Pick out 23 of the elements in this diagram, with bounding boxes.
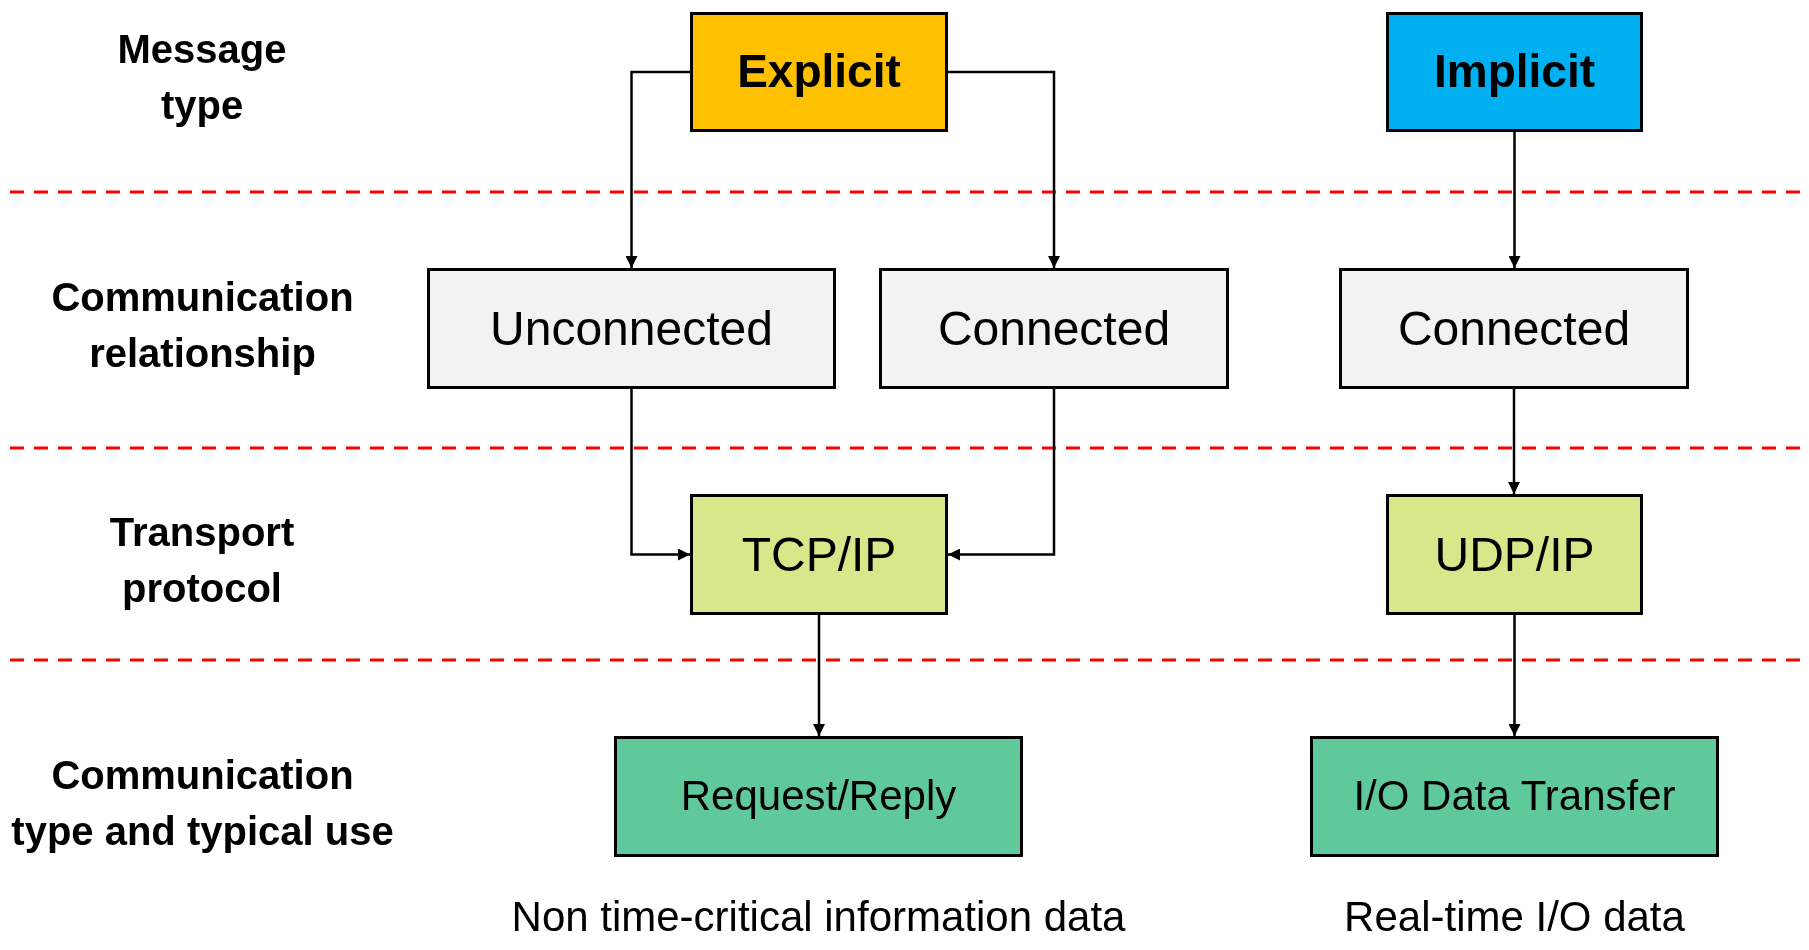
arrow (813, 615, 825, 736)
node-label: Real-time I/O data (1344, 896, 1685, 938)
arrow (1508, 389, 1520, 494)
row-label: Communication relationship (50, 274, 355, 377)
arrow (625, 70, 690, 268)
process-box: I/O Data Transfer (1310, 736, 1719, 857)
row-label: Transport protocol (108, 509, 296, 612)
process-box: Request/Reply (614, 736, 1023, 857)
arrow (948, 70, 1060, 268)
process-box: Connected (879, 268, 1229, 389)
process-box: Explicit (690, 12, 948, 132)
node-label: Non time-critical information data (511, 896, 1126, 938)
process-box: Unconnected (427, 268, 836, 389)
arrow (1508, 132, 1521, 268)
row-label: Communication type and typical use (10, 752, 395, 855)
process-box: TCP/IP (690, 494, 948, 615)
arrow (1508, 615, 1521, 736)
process-box: Connected (1339, 268, 1689, 389)
process-box: UDP/IP (1386, 494, 1643, 615)
process-box: Implicit (1386, 12, 1643, 132)
row-label: Message type (116, 26, 288, 129)
arrow (630, 389, 690, 561)
arrow (948, 389, 1056, 561)
